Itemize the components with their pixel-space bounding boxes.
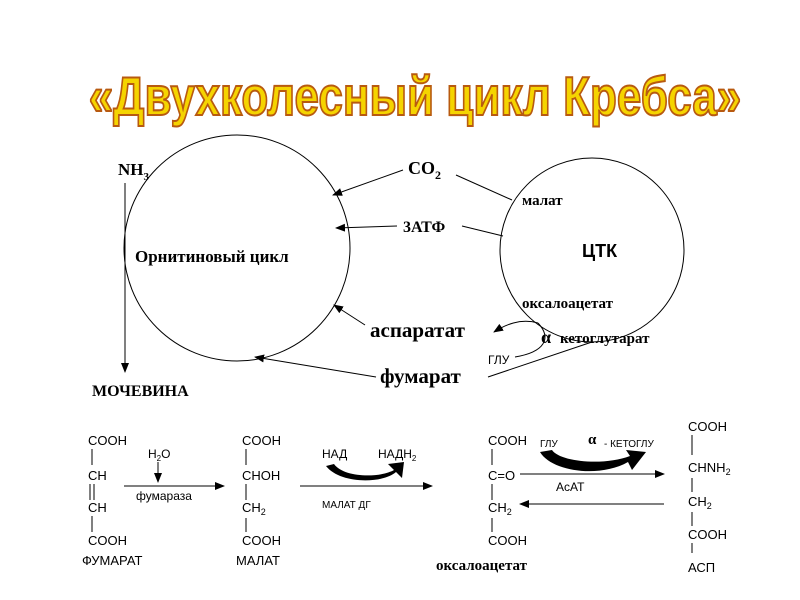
aspartate-atom-3: CH2 xyxy=(688,494,712,511)
malate-atom-2: CHOH xyxy=(242,468,280,483)
malate-name: МАЛАТ xyxy=(236,553,280,568)
fumarate-atom-4: COOH xyxy=(88,533,127,548)
glu-label: ГЛУ xyxy=(488,353,510,367)
glu-ketoglutarate-curve xyxy=(514,322,546,358)
malate-label: малат xyxy=(522,193,563,209)
alpha-reagent-symbol: α xyxy=(588,432,597,448)
ketoglu-label: - КЕТОГЛУ xyxy=(604,439,654,450)
fumarate-tca-line xyxy=(487,341,593,378)
aspartate-structure: COOH CHNH2 CH2 COOH xyxy=(688,419,731,553)
oxaloacetate-atom-1: COOH xyxy=(488,433,527,448)
malate-structure: COOH CHOH CH2 COOH xyxy=(242,433,281,548)
fumarate-name: ФУМАРАТ xyxy=(82,553,143,568)
malate-atom-3: CH2 xyxy=(242,500,266,517)
oxaloacetate-atom-3: CH2 xyxy=(488,500,512,517)
aspartate-atom-4: COOH xyxy=(688,527,727,542)
fumarate-structure: COOH CH CH COOH xyxy=(88,433,127,548)
oxaloacetate-label: оксалоацетат xyxy=(522,296,614,312)
oxaloacetate-atom-2: C=O xyxy=(488,468,515,483)
aspartate-name: АСП xyxy=(688,560,715,575)
fumarate-atom-3: CH xyxy=(88,500,107,515)
ornithine-cycle-circle xyxy=(123,134,351,362)
malate-dh-label: МАЛАТ ДГ xyxy=(322,500,371,511)
water-label: H2O xyxy=(148,447,170,463)
atp-label: 3АТФ xyxy=(403,219,445,236)
co2-tca-line xyxy=(455,174,513,201)
nad-curved-arrow xyxy=(326,462,404,481)
fumarase-label: фумараза xyxy=(136,489,192,503)
alpha-symbol: α xyxy=(541,327,551,347)
urea-label: МОЧЕВИНА xyxy=(92,383,189,400)
aspartate-label: аспаратат xyxy=(370,318,466,342)
aspartate-atom-1: COOH xyxy=(688,419,727,434)
oxaloacetate-to-aspartate-arrow xyxy=(493,320,539,333)
co2-label: CO2 xyxy=(408,158,441,182)
nad-label: НАД xyxy=(322,447,347,461)
oxaloacetate-structure: COOH C=O CH2 COOH xyxy=(488,433,527,548)
ornithine-cycle-label: Орнитиновый цикл xyxy=(135,247,289,266)
fumarate-atom-2: CH xyxy=(88,468,107,483)
oxaloacetate-atom-4: COOH xyxy=(488,533,527,548)
fumarate-label: фумарат xyxy=(380,364,462,388)
diagram-title: «Двухколесный цикл Кребса» xyxy=(89,65,742,127)
aspartate-atom-2: CHNH2 xyxy=(688,460,731,477)
glu-reagent-label: ГЛУ xyxy=(540,439,558,450)
aspartate-arrow xyxy=(333,304,366,326)
co2-arrow xyxy=(332,169,404,196)
nadh-label: НАДН2 xyxy=(378,447,417,463)
malate-atom-1: COOH xyxy=(242,433,281,448)
nh3-label: NH3 xyxy=(118,160,150,183)
atp-arrow xyxy=(335,223,398,232)
ketoglutarate-label: кетоглутарат xyxy=(560,331,650,347)
malate-atom-4: COOH xyxy=(242,533,281,548)
tca-label: ЦТК xyxy=(582,241,618,261)
fumarate-atom-1: COOH xyxy=(88,433,127,448)
fumarate-arrow xyxy=(254,354,377,378)
oxaloacetate-name: оксалоацетат xyxy=(436,558,528,574)
glu-ketoglu-curved-arrow xyxy=(540,450,646,472)
asat-label: АсАТ xyxy=(556,480,585,494)
atp-tca-line xyxy=(461,225,504,237)
